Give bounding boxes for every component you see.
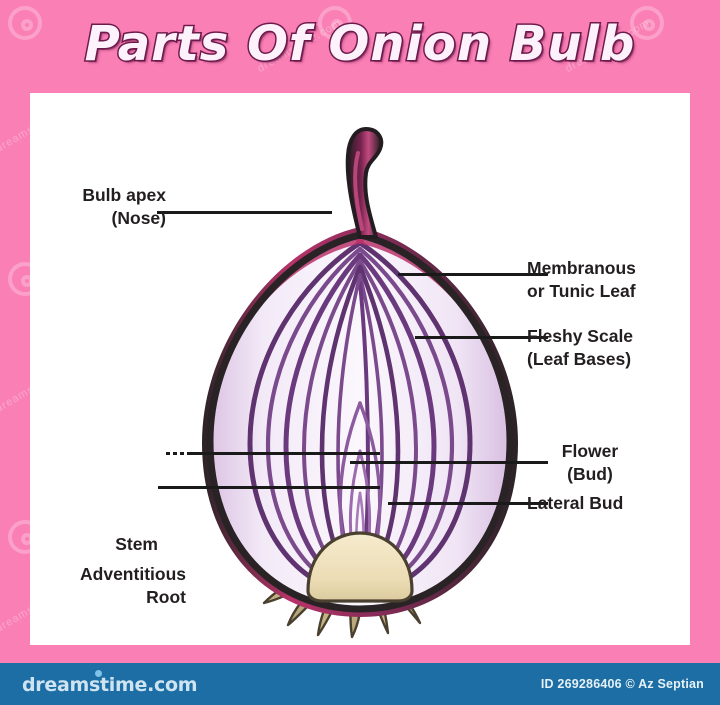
label-stem-line1: Stem xyxy=(115,534,158,554)
label-membranous-line1: Membranous xyxy=(527,258,636,278)
leader-line-stem-dashed xyxy=(166,452,188,455)
diagram-panel xyxy=(30,93,690,645)
title-banner: Parts Of Onion Bulb xyxy=(0,0,720,93)
page-title: Parts Of Onion Bulb xyxy=(83,15,636,74)
leader-line-adventitious-root xyxy=(158,486,380,489)
leader-line-flower xyxy=(350,461,548,464)
label-membranous: Membranous or Tunic Leaf xyxy=(527,257,702,303)
leader-line-lateral-bud xyxy=(388,502,548,505)
onion-body-outline xyxy=(206,231,514,613)
footer-bar: dreamstime.com ID 269286406 © Az Septian xyxy=(0,663,720,705)
leader-line-stem xyxy=(188,452,380,455)
label-bulb-apex-line1: Bulb apex xyxy=(82,185,166,205)
label-flower-line2: (Bud) xyxy=(567,464,613,484)
dreamstime-logo-text: dreamstime.com xyxy=(22,674,198,696)
onion-bulb-illustration xyxy=(170,103,550,645)
leader-line-bulb-apex xyxy=(157,211,332,214)
label-fleshy-scale: Fleshy Scale (Leaf Bases) xyxy=(527,325,702,371)
label-flower: Flower (Bud) xyxy=(536,440,644,486)
logo-dot-icon xyxy=(95,670,102,677)
label-lateral-bud: Lateral Bud xyxy=(527,492,687,515)
label-bulb-apex: Bulb apex (Nose) xyxy=(24,184,166,230)
image-credit: ID 269286406 © Az Septian xyxy=(540,677,704,691)
label-fleshy-scale-line1: Fleshy Scale xyxy=(527,326,634,346)
leader-line-membranous xyxy=(398,273,548,276)
label-flower-line1: Flower xyxy=(561,441,619,461)
dreamstime-logo[interactable]: dreamstime.com xyxy=(22,670,198,696)
label-membranous-line2: or Tunic Leaf xyxy=(527,281,636,301)
leader-line-fleshy-scale xyxy=(415,336,548,339)
label-lateral-bud-line1: Lateral Bud xyxy=(527,493,624,513)
stem-shape xyxy=(306,531,414,603)
label-stem: Stem xyxy=(40,533,158,556)
onion-body xyxy=(210,235,510,609)
label-adventitious-root-line1: Adventitious xyxy=(80,564,186,584)
label-fleshy-scale-line2: (Leaf Bases) xyxy=(527,349,632,369)
label-adventitious-root-line2: Root xyxy=(146,587,186,607)
label-bulb-apex-line2: (Nose) xyxy=(111,208,166,228)
label-adventitious-root: Adventitious Root xyxy=(20,563,186,609)
bulb-apex-neck xyxy=(345,127,384,239)
